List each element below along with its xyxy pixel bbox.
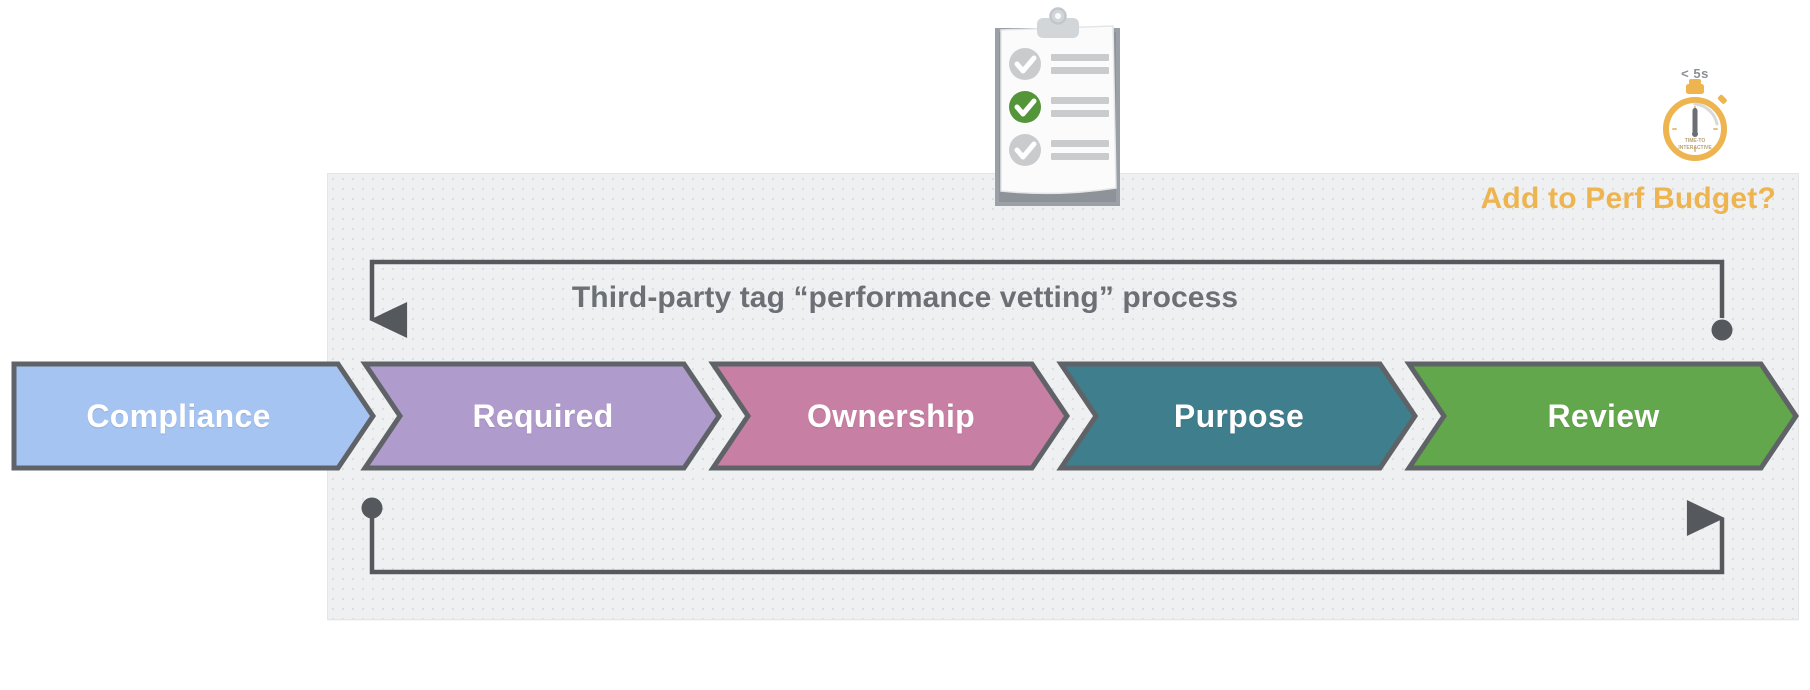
checklist-row-1: [1009, 48, 1109, 80]
process-title: Third-party tag “performance vetting” pr…: [571, 281, 1239, 314]
stage-chevron-compliance[interactable]: Compliance: [11, 361, 377, 471]
chevron-shape-required: [360, 361, 723, 471]
checklist-row-2: [1009, 91, 1109, 123]
stage-chevron-ownership[interactable]: Ownership: [708, 361, 1072, 471]
chevron-shape-ownership: [708, 361, 1071, 471]
stopwatch-dial-line1: TIME-TO: [1685, 138, 1706, 144]
stage-chevron-required[interactable]: Required: [360, 361, 724, 471]
stopwatch-dial-line2: INTERACTIVE: [1678, 145, 1712, 151]
chevron-shape-purpose: [1056, 361, 1419, 471]
stopwatch-icon: < 5s TIME-TO INTERACTIVE: [1648, 66, 1742, 166]
checklist-row-3: [1009, 134, 1109, 166]
chevron-shape-compliance: [11, 361, 377, 471]
add-to-perf-budget-label: Add to Perf Budget?: [1480, 182, 1776, 215]
stage-chevron-purpose[interactable]: Purpose: [1056, 361, 1420, 471]
stage-chevron-review[interactable]: Review: [1404, 361, 1801, 471]
clipboard-checklist-icon: [985, 6, 1130, 221]
chevron-shape-review: [1404, 361, 1800, 471]
stopwatch-caption: < 5s: [1681, 66, 1709, 81]
